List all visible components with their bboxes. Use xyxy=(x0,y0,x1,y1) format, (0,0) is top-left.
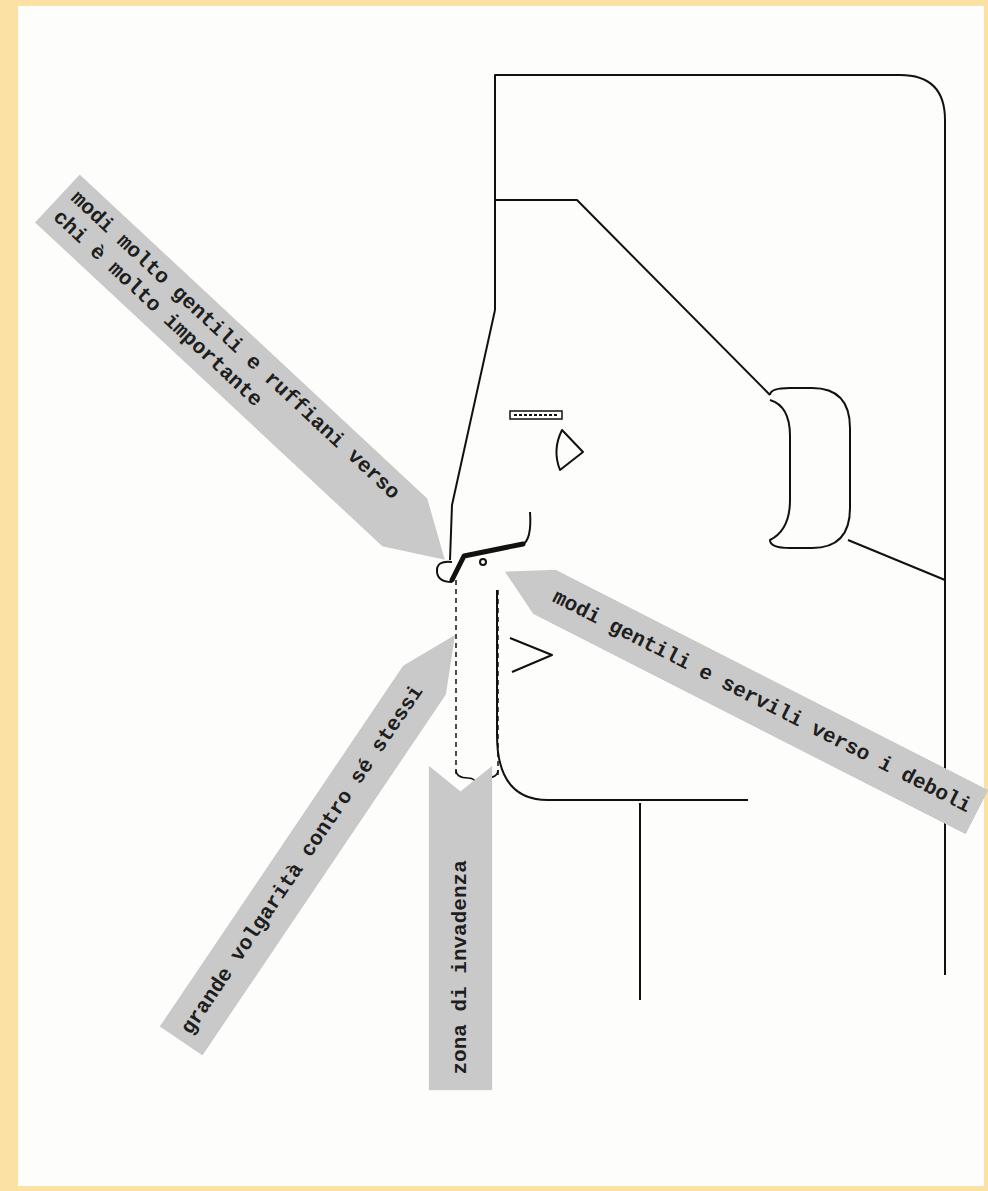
callout-band: zona di invadenza xyxy=(428,766,492,1091)
eyebrow-marks xyxy=(514,414,558,416)
hair-line xyxy=(495,200,770,395)
nostril xyxy=(480,559,486,565)
ear xyxy=(770,388,850,548)
callout-text-group: zona di invadenza xyxy=(447,860,473,1074)
eye xyxy=(556,430,583,470)
jaw-line xyxy=(848,540,945,580)
eyebrow xyxy=(510,411,562,419)
nose-line xyxy=(450,310,495,560)
mouth xyxy=(510,638,552,672)
mustache-end xyxy=(522,512,530,545)
collar-line xyxy=(639,803,641,1000)
callout-text: zona di invadenza xyxy=(447,860,473,1074)
head-outline xyxy=(495,75,945,975)
zone-dashes xyxy=(456,580,498,778)
page-frame xyxy=(18,6,984,1186)
